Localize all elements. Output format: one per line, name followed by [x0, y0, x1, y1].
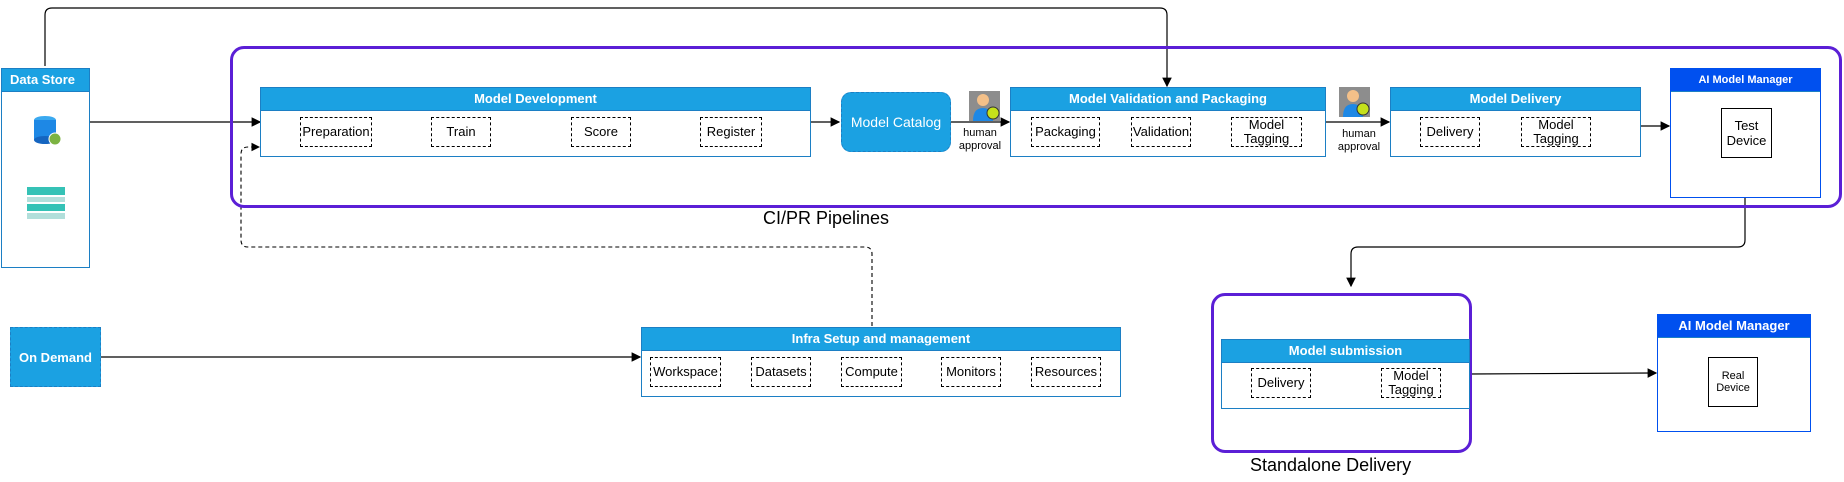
- step-register[interactable]: Register: [700, 117, 762, 147]
- model-catalog[interactable]: Model Catalog: [841, 92, 951, 152]
- ci-pipelines-caption: CI/PR Pipelines: [763, 208, 890, 228]
- approver-icon: [1339, 87, 1370, 117]
- ai-model-manager-real-title: AI Model Manager: [1658, 315, 1810, 338]
- infra-title: Infra Setup and management: [642, 328, 1120, 351]
- standalone-delivery-frame: [1211, 293, 1472, 453]
- ci-pipelines-frame: [230, 46, 1842, 208]
- step-train[interactable]: Train: [431, 117, 491, 147]
- step-compute[interactable]: Compute: [841, 357, 902, 387]
- human-approval-label-2: human approval: [1337, 128, 1381, 153]
- step-datasets[interactable]: Datasets: [751, 357, 811, 387]
- arrow-manager-to-submission: [1346, 198, 1746, 288]
- step-workspace[interactable]: Workspace: [650, 357, 721, 387]
- storage-table-icon: [27, 187, 65, 219]
- step-delivery-tagging[interactable]: Model Tagging: [1521, 117, 1591, 147]
- ai-model-manager-test-title: AI Model Manager: [1671, 69, 1820, 92]
- step-packaging[interactable]: Packaging: [1031, 117, 1100, 147]
- real-device[interactable]: Real Device: [1708, 357, 1758, 407]
- arrow-infra-to-development: [240, 142, 873, 326]
- on-demand[interactable]: On Demand: [10, 327, 101, 387]
- database-icon: [33, 115, 62, 146]
- delivery-title: Model Delivery: [1391, 88, 1640, 111]
- data-store-panel[interactable]: Data Store: [1, 68, 90, 268]
- step-validation[interactable]: Validation: [1131, 117, 1191, 147]
- validation-title: Model Validation and Packaging: [1011, 88, 1325, 111]
- standalone-delivery-caption: Standalone Delivery: [1250, 455, 1412, 475]
- step-submission-tagging[interactable]: Model Tagging: [1381, 368, 1441, 398]
- step-validation-tagging[interactable]: Model Tagging: [1231, 117, 1302, 147]
- step-resources[interactable]: Resources: [1031, 357, 1101, 387]
- arrow-submission-to-manager: [1469, 368, 1658, 378]
- step-monitors[interactable]: Monitors: [941, 357, 1001, 387]
- step-submission-delivery[interactable]: Delivery: [1251, 368, 1311, 398]
- step-delivery[interactable]: Delivery: [1420, 117, 1480, 147]
- human-approval-label-1: human approval: [958, 127, 1002, 152]
- step-score[interactable]: Score: [571, 117, 631, 147]
- model-development-title: Model Development: [261, 88, 810, 111]
- submission-title: Model submission: [1222, 340, 1469, 363]
- data-store-title: Data Store: [2, 69, 89, 92]
- approver-icon: [969, 91, 1000, 121]
- arrow-datastore-to-validation: [44, 7, 1172, 88]
- test-device[interactable]: Test Device: [1721, 108, 1772, 158]
- step-preparation[interactable]: Preparation: [300, 117, 372, 147]
